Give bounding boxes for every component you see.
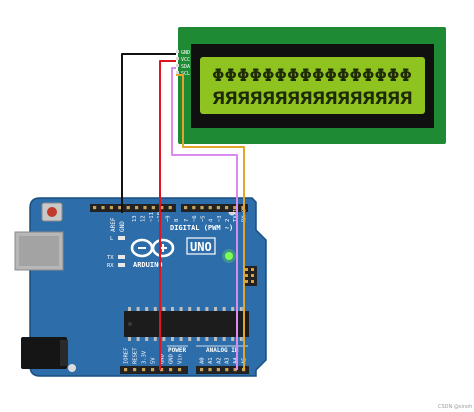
wires	[121, 53, 245, 370]
header-pin-hole	[143, 206, 147, 210]
header-pin-hole	[168, 206, 172, 210]
digital-pin-label: 4	[209, 218, 215, 222]
lcd-pin-sda: SDA	[181, 64, 190, 70]
digital-label: DIGITAL (PWM ~)	[170, 224, 233, 232]
power-jack	[21, 337, 67, 369]
wire-sda[interactable]	[171, 67, 238, 370]
led-l	[118, 236, 125, 240]
digital-pin-label: 2	[225, 219, 231, 222]
led-l-label: L	[110, 236, 114, 242]
wire-scl[interactable]	[176, 74, 245, 370]
power-pin-label: 5V	[151, 357, 157, 364]
header-pin-hole	[216, 368, 220, 372]
power-pin-label: IOREF	[124, 347, 130, 364]
lcd-pin-gnd: GND	[181, 50, 190, 56]
analog-pin-label: A3	[225, 357, 231, 364]
digital-header[interactable]	[90, 204, 248, 212]
header-pin-hole	[160, 368, 164, 372]
lcd-pin-vcc: VCC	[181, 57, 190, 63]
header-pin-hole	[208, 368, 212, 372]
icsp-header	[243, 266, 257, 286]
digital-pin-label: ~3	[217, 215, 223, 222]
header-pin-hole	[124, 368, 128, 372]
header-pin-hole	[216, 206, 220, 210]
header-pin-hole	[135, 206, 139, 210]
header-pin-hole	[200, 368, 204, 372]
gnd-label: GND	[119, 221, 126, 232]
model-badge	[186, 237, 216, 255]
header-pin-hole	[192, 206, 196, 210]
digital-pin-label: 7	[184, 219, 190, 222]
analog-pin-label: A0	[200, 357, 206, 364]
header-pin-hole	[101, 206, 105, 210]
lcd-module[interactable]: ΦΦΦΦΦΦΦΦΦΦΦΦΦΦΦΦ ЯЯЯЯЯЯЯЯЯЯЯЯЯЯЯЯ GND VC…	[176, 27, 446, 144]
header-pin-hole	[93, 206, 97, 210]
aref-label: AREF	[110, 217, 117, 232]
microcontroller-chip	[124, 307, 249, 341]
lcd-row-1: ΦΦΦΦΦΦΦΦΦΦΦΦΦΦΦΦ	[212, 66, 412, 86]
header-pin-hole	[200, 206, 204, 210]
digital-pin-label: 12	[140, 215, 146, 222]
header-pin-hole	[126, 206, 130, 210]
digital-pin-label: ~5	[200, 215, 206, 222]
digital-pin-label: 8	[174, 219, 180, 222]
lcd-screen	[200, 57, 425, 114]
header-pin-hole	[151, 206, 155, 210]
lcd-pin-scl: SCL	[181, 71, 190, 77]
header-pin-hole	[109, 206, 113, 210]
power-pin-label: 3.3V	[142, 350, 148, 364]
digital-pin-label: ~9	[166, 215, 172, 222]
analog-pin-label: A1	[208, 357, 214, 364]
led-rx	[118, 263, 125, 267]
reset-button-cap[interactable]	[47, 207, 57, 217]
header-pin-hole	[233, 368, 237, 372]
header-pin-hole	[169, 368, 173, 372]
power-pin-label: Vin	[178, 354, 184, 364]
header-pin-hole	[151, 368, 155, 372]
header-pin-hole	[225, 206, 229, 210]
analog-pin-label: A2	[216, 357, 222, 364]
header-pin-hole	[208, 206, 212, 210]
analog-label: ANALOG IN	[206, 347, 239, 354]
header-pin-hole	[118, 206, 122, 210]
header-pin-hole	[178, 368, 182, 372]
arduino-logo-icon	[130, 238, 175, 258]
wire-gnd[interactable]	[121, 53, 176, 213]
led-tx-label: TX	[107, 255, 114, 261]
mounting-hole	[68, 364, 76, 372]
digital-pin-label: ~6	[192, 215, 198, 222]
led-tx	[118, 255, 125, 259]
wire-vcc[interactable]	[159, 60, 176, 370]
analog-header[interactable]	[196, 366, 249, 374]
lcd-pin-header: GND VCC SDA SCL	[176, 50, 190, 77]
digital-pin-label: 13	[132, 215, 138, 222]
header-pin-hole	[142, 368, 146, 372]
watermark: CSDN @sinoh	[438, 404, 472, 410]
header-pin-hole	[225, 368, 229, 372]
digital-pin-label: ~11	[149, 212, 155, 222]
model-label: UNO	[190, 240, 212, 254]
lcd-row-2: ЯЯЯЯЯЯЯЯЯЯЯЯЯЯЯЯ	[212, 89, 412, 109]
power-label: POWER	[168, 347, 186, 354]
power-pin-label: RESET	[133, 347, 139, 364]
header-pin-hole	[160, 206, 164, 210]
led-rx-label: RX	[107, 263, 114, 269]
power-pin-label: GND	[169, 354, 175, 364]
power-header[interactable]	[120, 366, 188, 374]
brand-label: ARDUINO	[133, 261, 163, 269]
header-pin-hole	[233, 206, 237, 210]
power-pin-label: GND	[160, 354, 166, 364]
power-led	[225, 252, 233, 260]
header-pin-hole	[133, 368, 137, 372]
header-pin-hole	[184, 206, 188, 210]
